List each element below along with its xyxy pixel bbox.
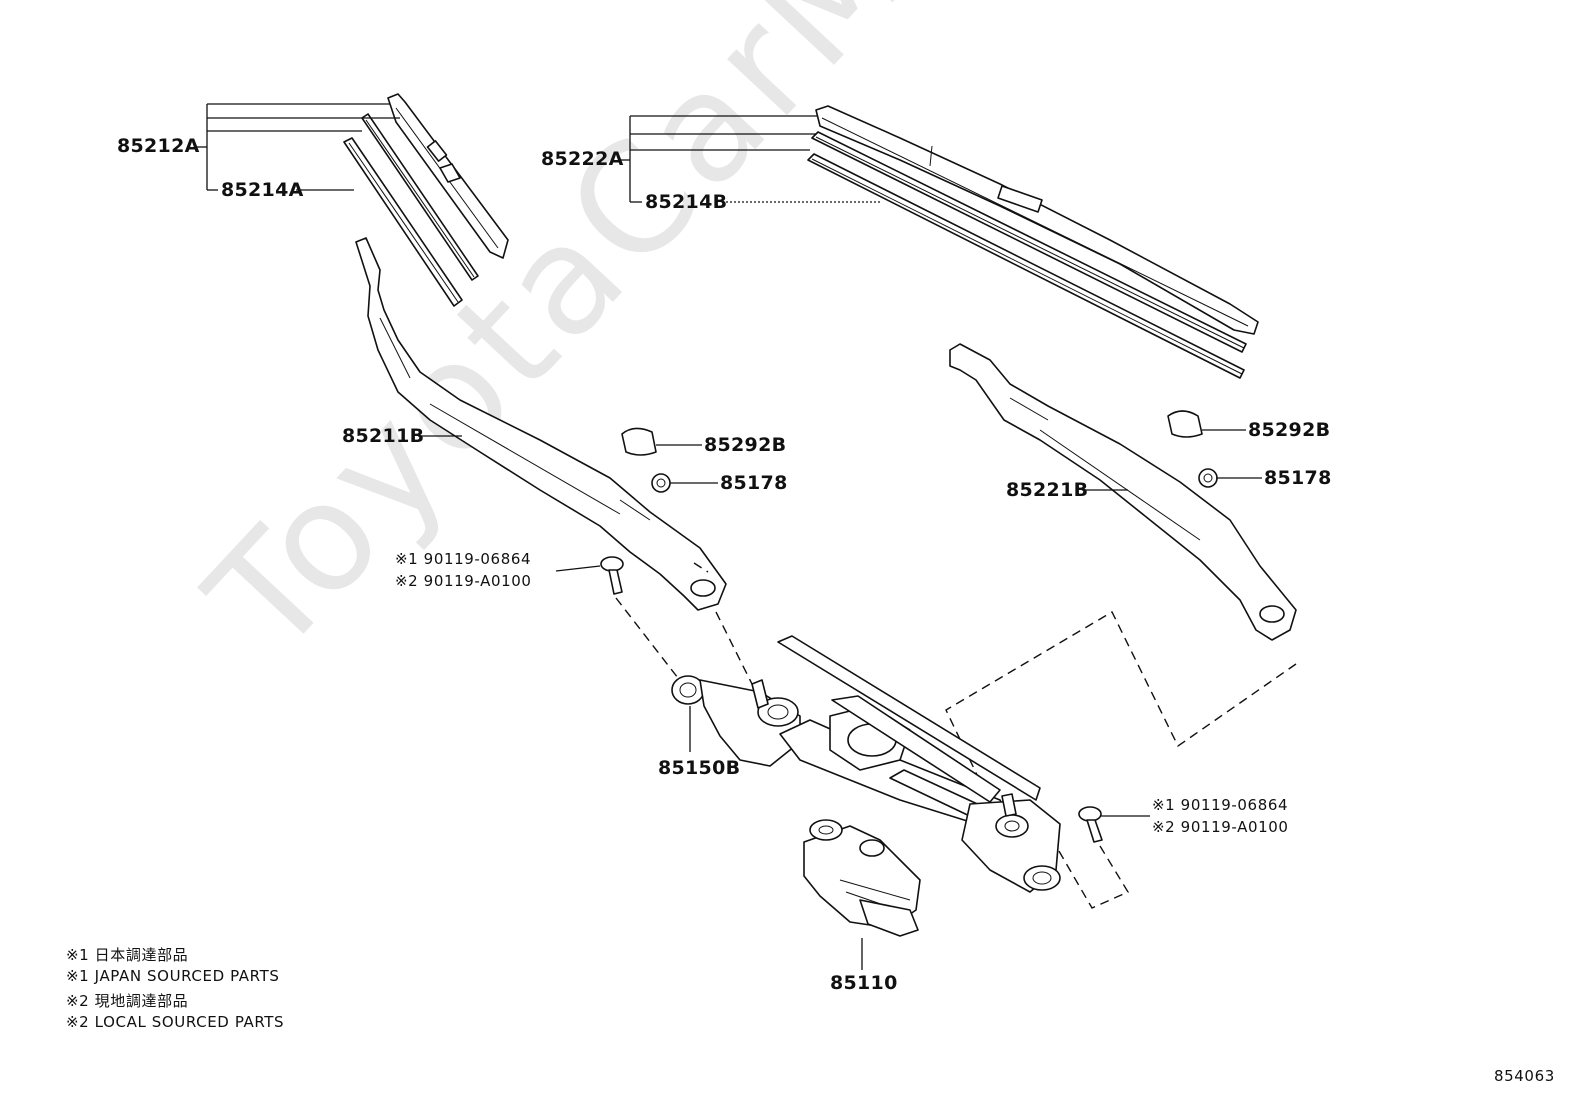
leader-lines: [197, 103, 1262, 970]
right-wiper-arm: [949, 343, 1297, 641]
part-label-85178-right: 85178: [1264, 467, 1332, 489]
right-wiper-blade: [815, 105, 1259, 335]
part-label-85214A: 85214A: [221, 179, 304, 201]
right-blade-rubber: [807, 131, 1247, 379]
right-bolt: [1078, 806, 1103, 843]
left-nut: [651, 473, 671, 493]
bolt-left-label-1: ※1 90119-06864: [395, 550, 532, 568]
footnote-2-jp: ※2 現地調達部品: [66, 992, 189, 1010]
part-label-85222A: 85222A: [541, 148, 624, 170]
part-label-85211B: 85211B: [342, 425, 425, 447]
part-label-85212A: 85212A: [117, 135, 200, 157]
bolt-right-label-1: ※1 90119-06864: [1152, 796, 1289, 814]
bolt-left-label-2: ※2 90119-A0100: [395, 572, 532, 590]
wiper-motor: [803, 819, 921, 937]
left-blade-rubber: [343, 113, 479, 307]
footnote-1-en: ※1 JAPAN SOURCED PARTS: [66, 967, 280, 985]
part-label-85292B-left: 85292B: [704, 434, 787, 456]
left-wiper-blade: [387, 93, 509, 259]
left-cap: [621, 427, 657, 456]
left-bolt: [600, 556, 624, 595]
assembly-dash-lines: [615, 597, 1297, 909]
footnote-2-en: ※2 LOCAL SOURCED PARTS: [66, 1013, 285, 1031]
part-label-85178-left: 85178: [720, 472, 788, 494]
diagram-id: 854063: [1494, 1067, 1555, 1085]
footnote-1-jp: ※1 日本調達部品: [66, 946, 189, 964]
part-label-85150B: 85150B: [658, 757, 741, 779]
bolt-right-label-2: ※2 90119-A0100: [1152, 818, 1289, 836]
wiper-linkage: [671, 635, 1061, 893]
left-wiper-arm: [355, 237, 727, 611]
part-label-85214B: 85214B: [645, 191, 728, 213]
part-label-85292B-right: 85292B: [1248, 419, 1331, 441]
right-nut: [1198, 468, 1218, 488]
part-label-85221B: 85221B: [1006, 479, 1089, 501]
part-label-85110: 85110: [830, 972, 898, 994]
right-cap: [1167, 410, 1203, 438]
